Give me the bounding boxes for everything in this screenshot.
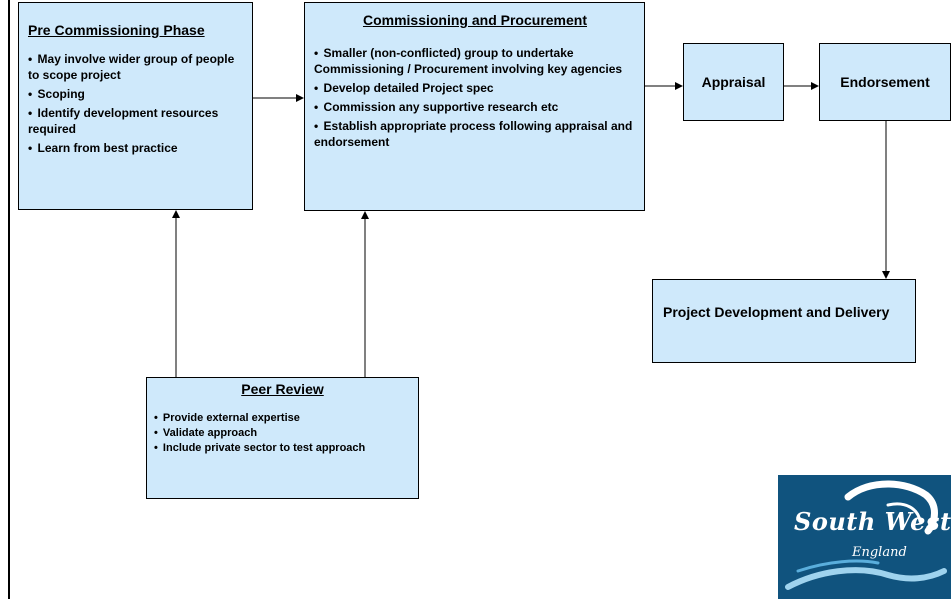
endorsement-box: Endorsement: [819, 43, 951, 121]
endorsement-label: Endorsement: [840, 74, 930, 90]
list-item: • Provide external expertise: [154, 412, 300, 424]
list-item: • Include private sector to test approac…: [154, 442, 366, 454]
pre-commissioning-list: • May involve wider group of people to s…: [28, 51, 246, 156]
logo-sub-text: England: [852, 545, 907, 560]
peer-review-title: Peer Review: [241, 381, 324, 397]
project-delivery-label: Project Development and Delivery: [663, 304, 890, 320]
appraisal-label: Appraisal: [701, 74, 766, 90]
list-item: • Scoping: [28, 87, 85, 101]
list-item: • May involve wider group of people to s…: [28, 52, 235, 82]
logo-swirl-icon: [785, 480, 947, 590]
appraisal-box: Appraisal: [683, 43, 784, 121]
logo-brand-text: South West: [794, 507, 951, 536]
commissioning-title: Commissioning and Procurement: [362, 12, 588, 28]
list-item: • Establish appropriate process followin…: [314, 119, 633, 149]
commissioning-box: Commissioning and Procurement • Smaller …: [304, 2, 645, 211]
list-item: • Smaller (non-conflicted) group to unde…: [314, 46, 623, 76]
peer-review-box: Peer Review • Provide external expertise…: [146, 377, 419, 499]
pre-commissioning-title: Pre Commissioning Phase: [28, 22, 205, 38]
project-delivery-box: Project Development and Delivery: [652, 279, 916, 363]
list-item: • Identify development resources require…: [28, 106, 219, 136]
peer-review-list: • Provide external expertise • Validate …: [154, 412, 411, 455]
south-west-england-logo: South West England: [778, 475, 951, 599]
list-item: • Commission any supportive research etc: [314, 100, 559, 114]
page-left-rule: [8, 0, 10, 599]
list-item: • Develop detailed Project spec: [314, 81, 494, 95]
pre-commissioning-box: Pre Commissioning Phase • May involve wi…: [18, 2, 253, 210]
list-item: • Validate approach: [154, 427, 258, 439]
list-item: • Learn from best practice: [28, 141, 178, 155]
commissioning-list: • Smaller (non-conflicted) group to unde…: [314, 45, 636, 150]
